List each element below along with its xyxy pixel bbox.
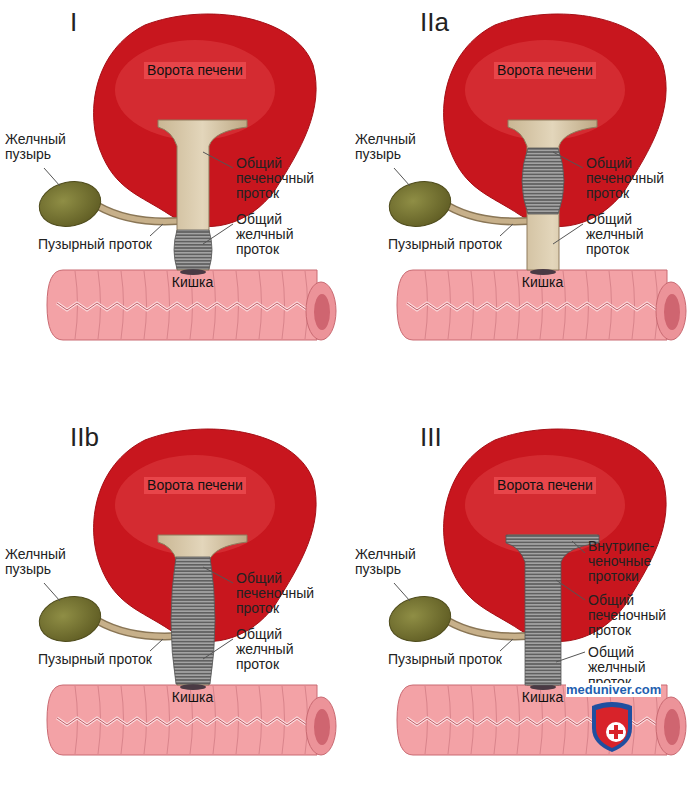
structure-label: Пузырный проток	[388, 652, 518, 667]
structure-label: Общий печеночный проток	[236, 156, 336, 201]
panel-type-label: IIa	[420, 8, 480, 36]
liver-hilum-label: Ворота печени	[85, 10, 325, 79]
structure-label: Общий желчный проток	[236, 627, 336, 672]
node-text: Кишка	[519, 274, 566, 291]
structure-label: Общий печеночный проток	[588, 593, 688, 638]
structure-label: Общий печеночный проток	[236, 571, 336, 616]
intestine-label: Кишка	[45, 265, 350, 291]
structure-label: Внутрипе- ченочные протоки	[588, 539, 678, 584]
structure-label: Пузырный проток	[38, 652, 168, 667]
structure-label: Общий желчный проток	[586, 212, 686, 257]
node-text: Ворота печени	[144, 477, 246, 494]
structure-label: Желчный пузырь	[355, 132, 439, 162]
panel-type-label: I	[70, 8, 130, 36]
structure-label: Общий печеночный проток	[586, 156, 686, 201]
node-text: Кишка	[169, 274, 216, 291]
structure-label: Желчный пузырь	[5, 547, 89, 577]
panel-type-label: IIb	[70, 423, 130, 451]
panel-type-label: III	[420, 423, 480, 451]
watermark: meduniver.com	[566, 683, 661, 697]
structure-label: Пузырный проток	[38, 237, 168, 252]
node-text: Кишка	[519, 689, 566, 706]
intestine-shape: Кишка	[45, 265, 350, 345]
intestine-shape: Кишка	[395, 265, 700, 345]
liver-hilum-label: Ворота печени	[435, 425, 675, 494]
liver-hilum-label: Ворота печени	[435, 10, 675, 79]
node-text: Ворота печени	[494, 62, 596, 79]
intestine-shape: Кишка	[45, 680, 350, 760]
structure-label: Желчный пузырь	[355, 547, 439, 577]
node-text: Ворота печени	[144, 62, 246, 79]
intestine-label: Кишка	[45, 680, 350, 706]
node-text: Кишка	[169, 689, 216, 706]
node-text: Ворота печени	[494, 477, 596, 494]
structure-label: Желчный пузырь	[5, 132, 89, 162]
structure-label: Общий желчный проток	[236, 212, 336, 257]
intestine-label: Кишка	[395, 265, 700, 291]
structure-label: Пузырный проток	[388, 237, 518, 252]
liver-hilum-label: Ворота печени	[85, 425, 325, 494]
